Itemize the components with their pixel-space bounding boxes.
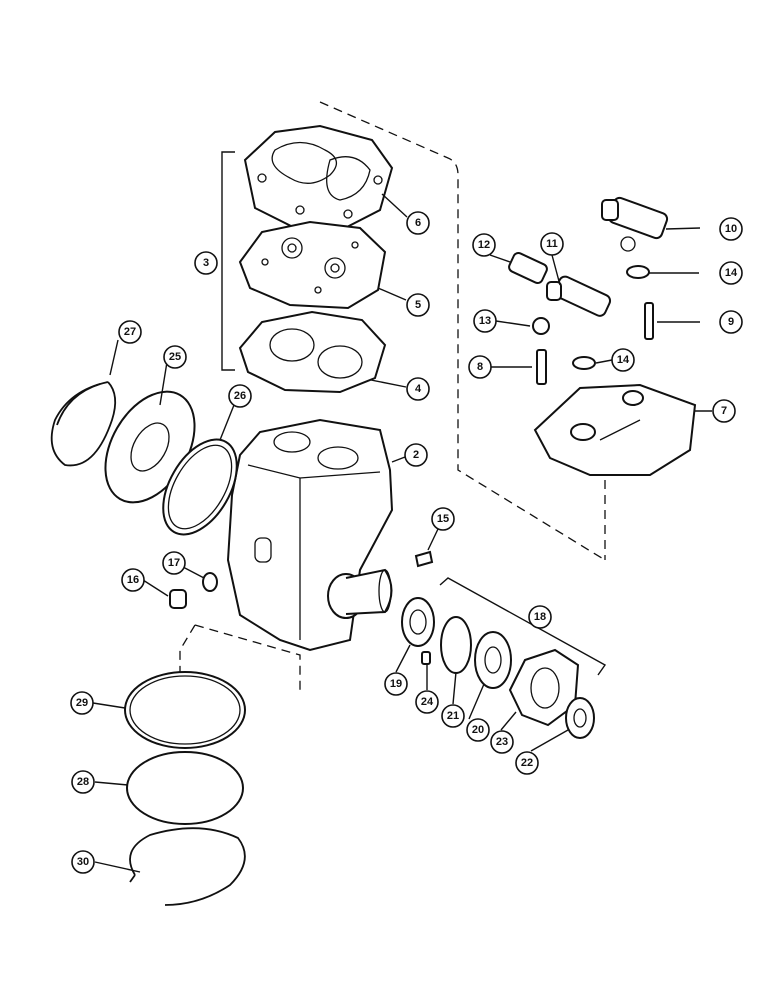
washer-28: [126, 751, 244, 825]
valve-plate-5: [238, 220, 387, 310]
callout-10: 10: [719, 217, 743, 241]
callout-label: 7: [721, 405, 727, 417]
key-15: [414, 550, 434, 568]
callout-label: 26: [234, 390, 246, 402]
callout-13: 13: [473, 309, 497, 333]
callout-label: 15: [437, 513, 449, 525]
callout-20: 20: [466, 718, 490, 742]
callout-label: 30: [77, 856, 89, 868]
callout-label: 3: [203, 257, 209, 269]
callout-label: 25: [169, 351, 181, 363]
callout-8: 8: [468, 355, 492, 379]
compressor-body-2: [226, 418, 394, 652]
callout-14-lower: 14: [611, 348, 635, 372]
nut-13: [532, 317, 550, 335]
callout-label: 24: [421, 696, 434, 708]
callout-17: 17: [162, 551, 186, 575]
plug-16: [169, 589, 187, 609]
snap-ring-27: [50, 381, 117, 467]
dashed-guide-lines: [179, 101, 606, 690]
callout-label: 22: [521, 757, 533, 769]
gasket-6: [243, 124, 394, 229]
callout-label: 20: [472, 724, 484, 736]
callout-label: 14: [725, 267, 738, 279]
callout-27: 27: [118, 320, 142, 344]
callout-6: 6: [406, 211, 430, 235]
callout-label: 12: [478, 239, 490, 251]
callout-label: 14: [617, 354, 630, 366]
callout-15: 15: [431, 507, 455, 531]
callout-2: 2: [404, 443, 428, 467]
callout-5: 5: [406, 293, 430, 317]
callout-23: 23: [490, 730, 514, 754]
gasket-4: [238, 310, 387, 394]
callout-label: 19: [390, 678, 402, 690]
callout-19: 19: [384, 672, 408, 696]
leader-lines: [92, 193, 712, 873]
seal-seat-20: [474, 631, 512, 689]
callout-12: 12: [472, 233, 496, 257]
callout-22: 22: [515, 751, 539, 775]
callout-label: 18: [534, 611, 546, 623]
callout-11: 11: [540, 232, 564, 256]
callout-29: 29: [70, 691, 94, 715]
fitting-10: [601, 196, 669, 252]
callout-label: 28: [77, 776, 89, 788]
callout-label: 29: [76, 697, 88, 709]
felt-seal-22: [565, 697, 595, 739]
callout-label: 9: [728, 316, 734, 328]
callout-9: 9: [719, 310, 743, 334]
callout-label: 27: [124, 326, 136, 338]
callout-label: 23: [496, 736, 508, 748]
shaft-seal-19: [401, 597, 435, 647]
callout-25: 25: [163, 345, 187, 369]
o-ring-21: [440, 616, 472, 674]
bolt-8: [536, 349, 547, 385]
callout-18: 18: [528, 605, 552, 629]
callout-16: 16: [121, 568, 145, 592]
fitting-11: [546, 275, 612, 317]
seal-plate-23: [508, 648, 580, 727]
bolt-9: [644, 302, 654, 340]
cylinder-head-7: [533, 383, 697, 476]
callout-24: 24: [415, 690, 439, 714]
callout-label: 6: [415, 217, 421, 229]
callout-label: 2: [413, 449, 419, 461]
callout-label: 4: [415, 383, 422, 395]
fitting-12: [508, 251, 548, 285]
callout-label: 11: [546, 238, 558, 250]
o-ring-29: [124, 671, 246, 749]
callout-14-upper: 14: [719, 261, 743, 285]
callout-7: 7: [712, 399, 736, 423]
o-ring-26: [162, 438, 238, 536]
callout-label: 21: [447, 710, 459, 722]
callout-label: 17: [168, 557, 180, 569]
washer-14a: [626, 265, 650, 279]
callout-label: 8: [477, 361, 483, 373]
callout-21: 21: [441, 704, 465, 728]
screw-24: [421, 651, 431, 665]
bracket-18: [439, 577, 607, 676]
callout-label: 10: [725, 223, 737, 235]
snap-ring-30: [129, 827, 246, 906]
callout-label: 13: [479, 315, 491, 327]
callout-28: 28: [71, 770, 95, 794]
washer-14b: [572, 356, 596, 370]
callout-label: 5: [415, 299, 421, 311]
callout-4: 4: [406, 377, 430, 401]
washer-17: [202, 572, 218, 592]
bracket-3: [221, 151, 235, 371]
callout-26: 26: [228, 384, 252, 408]
callout-label: 16: [127, 574, 139, 586]
callout-3: 3: [194, 251, 218, 275]
callout-30: 30: [71, 850, 95, 874]
